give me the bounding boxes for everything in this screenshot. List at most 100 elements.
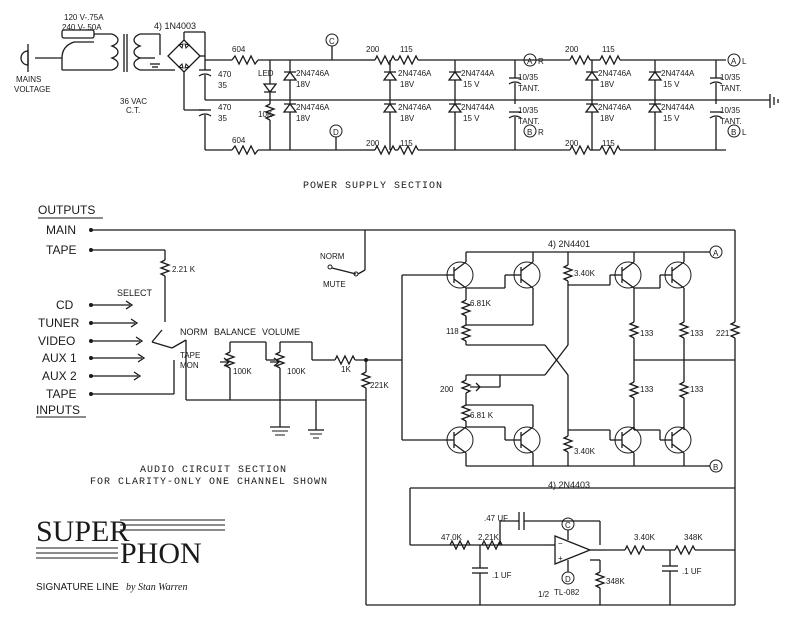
res-2-21k-top-label: 2.21 K [172,265,196,274]
res-200-c-label: 200 [565,45,579,54]
main-filter-capacitor-top [198,60,212,100]
res-115-d-label: 115 [602,139,615,148]
superphon-logo: SUPER PHON [36,515,225,570]
fuse-120-label: 120 V-.75A [64,13,104,22]
res-1k-label: 1K [341,365,351,374]
zener-4-voltage: 15 V [463,114,480,123]
res-3-40k-bottom-label: 3.40K [574,447,596,456]
transistor-q5 [445,426,474,454]
res-115-c-label: 115 [602,45,615,54]
zener-6-voltage: 15 V [663,80,680,89]
bridge-rectifier-label: 4) 1N4003 [154,21,196,31]
node-a-l-label: A [731,57,737,66]
zener-1-label: 2N4746A [398,69,432,78]
tant-3-label: 10/35 [720,73,741,82]
tape-mon-label-2: MON [180,361,199,370]
cap-1uf-a [472,567,488,574]
node-a-r-label: A [527,57,533,66]
trim-pot-200 [460,379,472,394]
transistor-q1 [445,261,474,289]
res-200-a [374,54,396,66]
res-200-b [374,144,396,156]
tant-4-label: 10/35 [720,106,741,115]
transformer-icon [110,33,142,72]
res-604-top-label: 604 [232,45,246,54]
zener-8-voltage: 15 V [663,114,680,123]
select-switch-label: SELECT [117,288,153,298]
res-133-4 [678,381,690,399]
zener-7-voltage: 18V [600,114,615,123]
zener-top-label: 2N4746A [296,69,330,78]
res-115-b-label: 115 [400,139,413,148]
zener-2-voltage: 15 V [463,80,480,89]
res-133-3-label: 133 [640,385,654,394]
zener-2-label: 2N4744A [461,69,495,78]
balance-pot-value: 100K [233,367,252,376]
cap-47uf-label: .47 UF [484,514,508,523]
transistor-q2 [512,261,541,289]
node-d-label: D [333,128,339,137]
svg-text:−: − [558,539,563,548]
outputs-label: OUTPUTS [38,203,95,217]
res-10k [264,103,276,121]
ground-icon-1 [270,400,290,436]
node-d-audio-label: D [565,575,571,584]
cap-470-top-label: 470 [218,70,232,79]
r-channel-label-b: R [538,128,544,137]
tape-mon-label-1: TAPE [180,351,200,360]
transistor-q8 [660,426,692,454]
input-aux2-label: AUX 2 [42,369,77,383]
zener-1-voltage: 18V [400,80,415,89]
transistor-q4 [660,261,692,289]
node-c-audio-label: C [565,521,571,530]
l-channel-label-b: L [742,128,747,137]
res-221 [729,321,741,339]
res-604-bottom [231,144,259,156]
res-200-d-label: 200 [565,139,579,148]
volume-label: VOLUME [262,327,300,337]
node-b-r-marker [523,124,537,138]
mains-label: MAINS [16,75,41,84]
transistor-q3 [610,261,642,289]
res-604-top [231,54,259,66]
node-a-audio-label: A [713,249,719,258]
opamp-half-label: 1/2 [538,590,550,599]
audio-section-title: AUDIO CIRCUIT SECTION [140,465,287,476]
cap-1uf-b [662,565,678,572]
res-200-trim-label: 200 [440,385,454,394]
res-118 [460,324,472,342]
res-348k-b-label: 348K [606,577,625,586]
opamp-part-label: TL-082 [554,588,580,597]
led-icon [262,83,278,94]
tant-1-type: TANT. [518,84,540,93]
r-channel-label-a: R [538,57,544,66]
res-3-40k-top [562,264,574,282]
zener-8-label: 2N4744A [661,103,695,112]
bridge-rectifier-icon [167,39,201,73]
q-top-label: 4) 2N4401 [548,239,590,249]
volume-pot-value: 100K [287,367,306,376]
zener-3-label: 2N4746A [398,103,432,112]
inputs-label: INPUTS [36,403,80,417]
input-aux1-label: AUX 1 [42,351,77,365]
power-supply-section: MAINS VOLTAGE 120 V-.75A 240 V-.50A 36 V… [14,13,779,192]
cap-35-top-label: 35 [218,81,227,90]
zener-3-voltage: 18V [400,114,415,123]
transformer-ct-label: C.T. [126,106,140,115]
res-3-40k-top-label: 3.40K [574,269,596,278]
zener-5-label: 2N4746A [598,69,632,78]
ground-icon [769,94,779,108]
transistor-q6 [512,426,541,454]
res-221-label: 221 [716,329,730,338]
zener-7-label: 2N4746A [598,103,632,112]
svg-text:+: + [558,554,563,563]
res-200-b-label: 200 [366,139,380,148]
res-2-21k-bottom-label: 2.21K [478,533,500,542]
res-221k [360,371,372,389]
res-6-81k-top [460,299,472,317]
node-a-l-marker [727,53,741,67]
cap-1uf-b-label: .1 UF [682,567,702,576]
fuse-240-label: 240 V-.50A [62,23,102,32]
res-200-c [569,54,591,66]
res-133-3 [628,381,640,399]
